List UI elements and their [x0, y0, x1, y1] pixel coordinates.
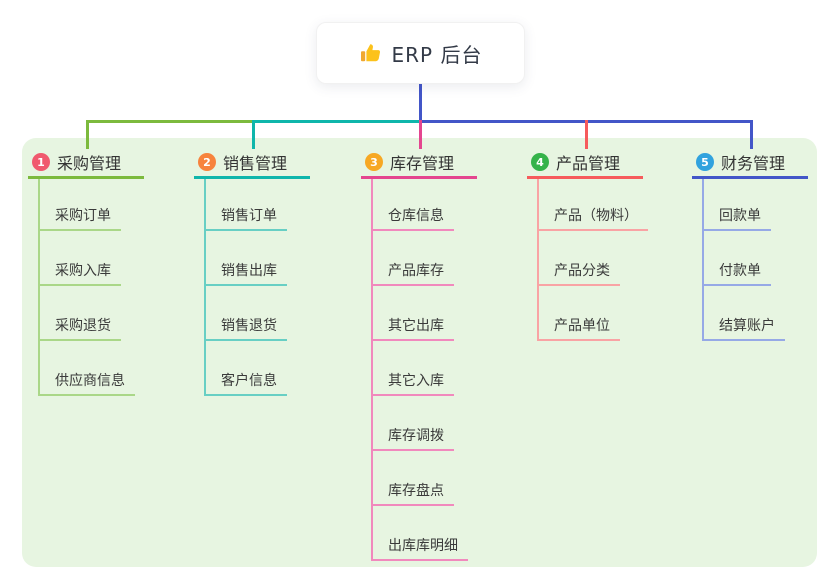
child-node[interactable]: 出库库明细: [388, 538, 458, 554]
child-underline: [537, 229, 648, 231]
bus-segment-branch-2: [252, 120, 419, 123]
root-connector: [419, 82, 422, 120]
branches-panel: [22, 138, 817, 567]
child-node[interactable]: 销售退货: [221, 318, 277, 334]
root-node[interactable]: ERP 后台: [316, 22, 525, 84]
child-underline: [537, 284, 620, 286]
child-underline: [204, 229, 287, 231]
drop-branch-5: [750, 120, 753, 149]
drop-branch-3: [419, 120, 422, 149]
branch-trunk-3: [371, 179, 373, 561]
child-node[interactable]: 采购退货: [55, 318, 111, 334]
branch-underline-3: [361, 176, 477, 179]
child-underline: [537, 339, 620, 341]
branch-label: 产品管理: [556, 154, 621, 173]
child-node[interactable]: 其它出库: [388, 318, 444, 334]
child-node[interactable]: 付款单: [719, 263, 761, 279]
thumbs-up-icon: [359, 41, 383, 65]
branch-badge-3: 3: [365, 153, 383, 171]
child-node[interactable]: 采购订单: [55, 208, 111, 224]
child-underline: [371, 504, 454, 506]
branch-node-3[interactable]: 3 库存管理: [361, 148, 477, 176]
branch-label: 销售管理: [223, 154, 288, 173]
branch-node-4[interactable]: 4 产品管理: [527, 148, 643, 176]
branch-trunk-2: [204, 179, 206, 396]
child-node[interactable]: 其它入库: [388, 373, 444, 389]
bus-segment-branch-1: [86, 120, 252, 123]
child-node[interactable]: 供应商信息: [55, 373, 125, 389]
drop-branch-1: [86, 120, 89, 149]
child-node[interactable]: 库存盘点: [388, 483, 444, 499]
child-node[interactable]: 产品单位: [554, 318, 610, 334]
branch-badge-5: 5: [696, 153, 714, 171]
branch-node-5[interactable]: 5 财务管理: [692, 148, 808, 176]
child-underline: [38, 229, 121, 231]
child-underline: [702, 229, 771, 231]
child-node[interactable]: 销售订单: [221, 208, 277, 224]
child-underline: [204, 339, 287, 341]
branch-trunk-5: [702, 179, 704, 341]
branch-label: 财务管理: [721, 154, 786, 173]
branch-trunk-1: [38, 179, 40, 396]
child-node[interactable]: 仓库信息: [388, 208, 444, 224]
child-underline: [38, 339, 121, 341]
child-underline: [371, 284, 454, 286]
branch-badge-1: 1: [32, 153, 50, 171]
child-node[interactable]: 产品分类: [554, 263, 610, 279]
child-node[interactable]: 采购入库: [55, 263, 111, 279]
child-underline: [702, 339, 785, 341]
branch-trunk-4: [537, 179, 539, 341]
branch-underline-5: [692, 176, 808, 179]
child-node[interactable]: 客户信息: [221, 373, 277, 389]
child-underline: [371, 339, 454, 341]
branch-underline-4: [527, 176, 643, 179]
child-node[interactable]: 回款单: [719, 208, 761, 224]
child-node[interactable]: 产品库存: [388, 263, 444, 279]
child-node[interactable]: 结算账户: [719, 318, 775, 334]
child-node[interactable]: 销售出库: [221, 263, 277, 279]
child-underline: [702, 284, 771, 286]
child-underline: [371, 229, 454, 231]
branch-underline-1: [28, 176, 144, 179]
branch-node-1[interactable]: 1 采购管理: [28, 148, 144, 176]
root-label: ERP 后台: [391, 42, 483, 67]
child-underline: [38, 284, 121, 286]
child-underline: [204, 394, 287, 396]
child-underline: [371, 559, 468, 561]
drop-branch-4: [585, 120, 588, 149]
branch-badge-4: 4: [531, 153, 549, 171]
child-node[interactable]: 产品（物料）: [554, 208, 638, 224]
drop-branch-2: [252, 120, 255, 149]
branch-label: 采购管理: [57, 154, 122, 173]
child-underline: [204, 284, 287, 286]
child-underline: [371, 394, 454, 396]
child-node[interactable]: 库存调拨: [388, 428, 444, 444]
branch-label: 库存管理: [390, 154, 455, 173]
child-underline: [371, 449, 454, 451]
branch-badge-2: 2: [198, 153, 216, 171]
branch-underline-2: [194, 176, 310, 179]
branch-node-2[interactable]: 2 销售管理: [194, 148, 310, 176]
child-underline: [38, 394, 135, 396]
